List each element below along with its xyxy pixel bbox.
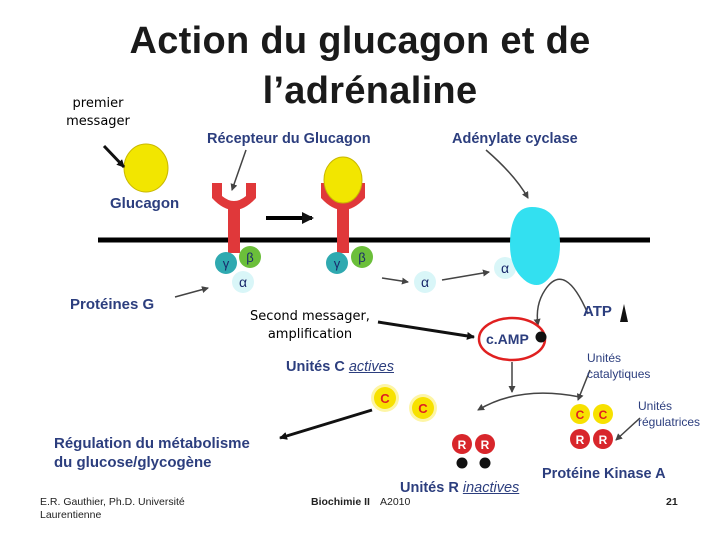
unites-c-actives-label: Unités C actives	[286, 359, 394, 375]
pka-r-letter-1: R	[576, 433, 585, 447]
alpha-release-arrow	[381, 277, 409, 285]
unites-c-prefix: Unités C	[286, 359, 349, 375]
title-line-1: Action du glucagon et de	[129, 20, 591, 62]
active-c-unit-1	[371, 384, 399, 412]
regulation-arrow	[279, 408, 373, 440]
atp-conversion-arrow	[533, 278, 589, 326]
inactive-r-letter-2: R	[481, 438, 490, 452]
unites-regulatrices-line-1: Unités	[638, 399, 673, 413]
g2-gamma-symbol: γ	[334, 256, 341, 271]
adenylate-cyclase	[510, 207, 560, 285]
premier-messager-label: premier messager	[58, 95, 138, 131]
inactive-r-letter-1: R	[458, 438, 467, 452]
footer-course: Biochimie II	[311, 496, 370, 508]
glucagon-receptor-empty	[212, 183, 256, 253]
protein-kinase-a	[570, 404, 613, 449]
second-messager-line-2: amplification	[267, 327, 353, 342]
footer-author: E.R. Gauthier, Ph.D. Université Laurenti…	[40, 496, 185, 522]
atp-label: ATP	[583, 303, 612, 320]
pka-c-unit-1	[570, 404, 590, 424]
g-protein-complex-1	[215, 246, 261, 293]
g-protein-1-gamma	[215, 252, 237, 274]
pka-r-letter-2: R	[599, 433, 608, 447]
r-bound-camp-dot-1	[456, 457, 468, 469]
regulation-label: Régulation du métabolisme du glucose/gly…	[54, 434, 250, 472]
free-alpha-subunit	[414, 271, 436, 293]
footer-year: A2010	[380, 496, 411, 508]
footer-author-line-2: Laurentienne	[40, 509, 102, 521]
glucagon-label: Glucagon	[110, 195, 180, 212]
pka-c-letter-2: C	[599, 408, 608, 422]
second-messager-arrow	[377, 320, 475, 340]
g-protein-2-beta	[351, 246, 373, 268]
inactive-r-unit-1	[452, 434, 472, 454]
premier-messager-arrow	[102, 144, 126, 169]
glucagon-molecule	[123, 143, 169, 193]
cyclase-label-arrow	[485, 149, 529, 199]
unites-catalytiques-label: Unités catalytiques	[587, 350, 650, 382]
receptor-label-arrow	[230, 149, 247, 191]
g-protein-1-beta	[239, 246, 261, 268]
active-c-unit-2	[409, 394, 437, 422]
r-bound-camp-dot-2	[479, 457, 491, 469]
footer-author-line-1: E.R. Gauthier, Ph.D. Université	[40, 496, 185, 508]
g-protein-complex-2	[326, 246, 373, 274]
g1-alpha-symbol: α	[239, 274, 247, 290]
regulation-line-1: Régulation du métabolisme	[54, 435, 250, 452]
premier-messager-line-1: premier	[72, 96, 124, 111]
bound-glucagon-molecule	[323, 156, 363, 204]
regulation-line-2: du glucose/glycogène	[54, 454, 212, 471]
inactive-r-unit-2	[475, 434, 495, 454]
unites-regulatrices-line-2: régulatrices	[638, 415, 701, 429]
g-protein-2-gamma	[326, 252, 348, 274]
unites-catalytiques-line-1: Unités	[587, 351, 622, 365]
g-protein-1-alpha	[232, 271, 254, 293]
proteines-g-label: Protéines G	[70, 296, 155, 313]
second-messager-label: Second messager, amplification	[235, 308, 385, 344]
adenylate-cyclase-label: Adénylate cyclase	[452, 131, 578, 147]
glucagon-receptor-bound	[321, 156, 365, 253]
unites-r-inactives-label: Unités R inactives	[400, 480, 519, 496]
c-release-arrow	[477, 392, 581, 411]
alpha-at-cyclase	[494, 257, 516, 279]
pka-r-unit-2	[593, 429, 613, 449]
active-c-letter-2: C	[418, 401, 428, 416]
camp-label: c.AMP	[486, 331, 529, 347]
g1-beta-symbol: β	[246, 250, 253, 265]
pka-label: Protéine Kinase A	[542, 466, 666, 482]
unites-r-italic: inactives	[462, 480, 520, 496]
unites-regulatrices-label: Unités régulatrices	[638, 398, 700, 430]
active-c-letter-1: C	[380, 391, 390, 406]
title-line-2: l’adrénaline	[262, 70, 478, 112]
alpha-to-cyclase-arrow	[441, 269, 490, 281]
pka-c-unit-2	[593, 404, 613, 424]
footer-page-number: 21	[666, 496, 678, 508]
g1-gamma-symbol: γ	[223, 256, 230, 271]
pka-c-letter-1: C	[576, 408, 585, 422]
g2-beta-symbol: β	[358, 250, 365, 265]
second-messager-line-1: Second messager,	[250, 309, 370, 324]
free-alpha-symbol: α	[421, 274, 429, 290]
regulatory-label-arrow	[615, 417, 641, 441]
unites-catalytiques-line-2: catalytiques	[587, 367, 651, 381]
unites-c-italic: actives	[348, 359, 394, 375]
premier-messager-line-2: messager	[66, 114, 130, 129]
catalytic-label-arrow	[576, 369, 591, 401]
gprotein-label-arrow	[174, 286, 209, 298]
atp-triangle-icon	[620, 304, 628, 322]
receptor-label: Récepteur du Glucagon	[207, 131, 371, 147]
unites-r-prefix: Unités R	[400, 480, 463, 496]
pka-r-unit-1	[570, 429, 590, 449]
cyclase-alpha-symbol: α	[501, 260, 509, 276]
camp-dot	[535, 331, 547, 343]
